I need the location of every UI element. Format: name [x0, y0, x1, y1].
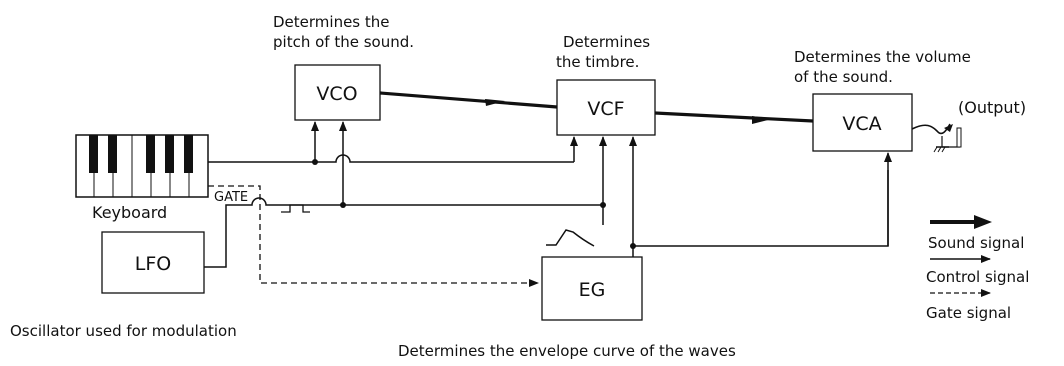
- eg-label: EG: [579, 279, 606, 301]
- vcf-block: VCF: [557, 80, 655, 135]
- vco-label: VCO: [316, 83, 357, 105]
- output-jack-icon: [912, 124, 961, 152]
- keyboard-icon: [76, 135, 208, 197]
- vca-description-line1: Determines the volume: [794, 48, 971, 66]
- lfo-description: Oscillator used for modulation: [10, 322, 237, 340]
- vca-label: VCA: [842, 113, 881, 135]
- vca-description-line2: of the sound.: [794, 68, 893, 86]
- vca-block: VCA: [813, 94, 912, 151]
- lfo-label: LFO: [135, 253, 171, 275]
- keyboard-label: Keyboard: [92, 203, 167, 222]
- eg-description: Determines the envelope curve of the wav…: [398, 342, 736, 360]
- vcf-label: VCF: [587, 98, 624, 120]
- vco-description-line1: Determines the: [273, 13, 390, 31]
- vco-block: VCO: [295, 65, 380, 120]
- gate-label: GATE: [214, 190, 248, 205]
- lfo-block: LFO: [102, 232, 204, 293]
- output-label: (Output): [958, 98, 1026, 117]
- gate-pulse-icon: [281, 205, 310, 212]
- legend: Sound signal Control signal Gate signal: [926, 215, 1029, 322]
- envelope-curve-icon: [546, 230, 594, 246]
- sound-signal-arrow-icon: [974, 215, 992, 229]
- legend-gate-signal: Gate signal: [926, 304, 1011, 322]
- vcf-description-line1: Determines: [563, 33, 650, 51]
- legend-sound-signal: Sound signal: [928, 234, 1024, 252]
- legend-control-signal: Control signal: [926, 268, 1029, 286]
- eg-block: EG: [542, 257, 642, 320]
- gate-signal-wiring: [208, 186, 538, 283]
- vco-description-line2: pitch of the sound.: [273, 33, 414, 51]
- vcf-description-line2: the timbre.: [556, 53, 639, 71]
